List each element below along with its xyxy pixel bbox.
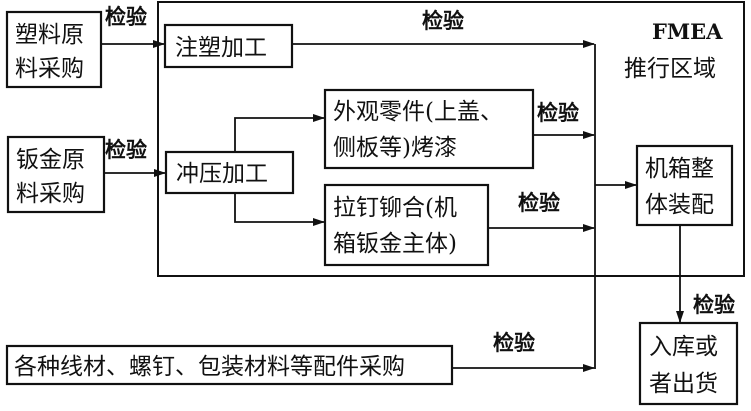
inspect-label-riveting: 检验 [518,190,560,215]
node-plastic-purchase: 塑料原 料采购 [5,10,103,89]
node-text: 冲压加工 [176,161,268,187]
fmea-region-subtitle: 推行区域 [624,56,716,82]
node-text: 拉钉铆合(机 [333,195,457,221]
fmea-region-title: FMEA [652,19,723,44]
node-text: 料采购 [16,181,85,207]
node-text: 机箱整 [645,156,714,182]
node-stamping: 冲压加工 [164,150,295,195]
node-sheet-purchase: 钣金原 料采购 [6,135,106,214]
inspect-label-assembly: 检验 [693,292,735,317]
node-text: 侧板等)烤漆 [333,135,457,161]
node-text: 钣金原 [16,147,85,173]
inspect-label-exterior: 检验 [537,100,579,125]
node-warehouse: 入库或 者出货 [638,321,739,406]
inspect-label-injection: 检验 [422,8,464,33]
node-injection: 注塑加工 [163,23,294,69]
node-text: 者出货 [649,371,718,397]
inspect-label-plastic: 检验 [105,4,147,29]
node-assembly: 机箱整 体装配 [635,144,734,227]
arrow-stamping-to-exterior [234,114,325,152]
node-text: 料采购 [15,56,84,82]
node-text: 体装配 [645,192,714,218]
node-parts-purchase: 各种线材、螺钉、包装材料等配件采购 [5,344,454,386]
inspect-label-sheet: 检验 [105,137,147,162]
fmea-region-border [157,1,745,277]
node-text: 各种线材、螺钉、包装材料等配件采购 [14,354,405,380]
arrow-stamping-to-riveting [234,193,325,226]
node-text: 塑料原 [15,22,84,48]
node-exterior-painting: 外观零件(上盖、 侧板等)烤漆 [323,88,535,170]
node-text: 外观零件(上盖、 [333,99,503,125]
connectors [101,40,684,372]
inspect-label-parts: 检验 [493,330,535,355]
node-text: 箱钣金主体) [333,231,457,257]
node-text: 入库或 [649,334,718,360]
node-riveting: 拉钉铆合(机 箱钣金主体) [323,183,490,267]
node-text: 注塑加工 [175,35,267,61]
